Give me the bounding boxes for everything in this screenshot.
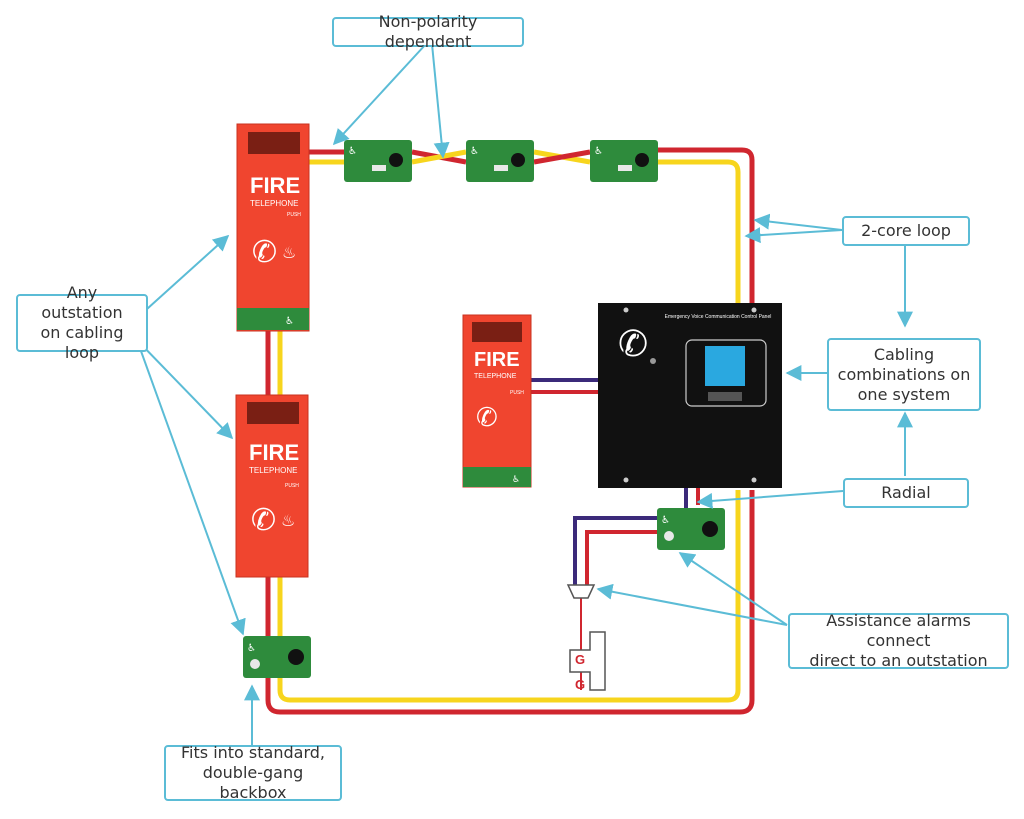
fire-title-top: FIRE <box>250 173 300 198</box>
label-non-polarity: Non-polarity dependent <box>332 12 524 51</box>
assistance-alarm-icon: G <box>575 652 585 667</box>
outstation-green-assistance <box>657 508 725 550</box>
red-loop-wire <box>265 147 755 715</box>
push-label-middle: PUSH <box>285 483 299 489</box>
wheelchair-icon: ♿ <box>470 146 479 157</box>
yellow-loop-wire <box>277 159 741 703</box>
wheelchair-icon: ♿ <box>661 515 670 526</box>
telephone-icon: ✆ <box>252 235 277 270</box>
panel-title: Emergency Voice Communication Control Pa… <box>665 314 772 320</box>
control-panel <box>598 303 782 488</box>
label-backbox: Fits into standard, double-gang backbox <box>164 743 342 802</box>
telephone-icon: ✆ <box>618 324 648 365</box>
label-two-core-loop: 2-core loop <box>842 216 970 246</box>
push-label-top: PUSH <box>287 212 301 218</box>
wheelchair-icon: ♿ <box>285 316 294 327</box>
push-label-radial: PUSH <box>510 390 524 396</box>
assistance-alarm-icon: G <box>575 677 585 692</box>
fire-telephone-outstation-radial <box>462 314 532 488</box>
outstation-green-3 <box>590 140 658 182</box>
fire-telephone-outstation-top <box>236 123 310 332</box>
label-cabling-combinations: Cabling combinations on one system <box>827 338 981 411</box>
label-radial: Radial <box>843 478 969 508</box>
assistance-wires <box>573 516 660 690</box>
label-any-outstation: Any outstation on cabling loop <box>16 283 148 362</box>
wheelchair-icon: ♿ <box>247 643 256 654</box>
wheelchair-icon: ♿ <box>594 146 603 157</box>
label-assistance-alarms: Assistance alarms connect direct to an o… <box>788 611 1009 670</box>
telephone-icon: ✆ <box>476 403 498 433</box>
wheelchair-icon: ♿ <box>512 475 520 485</box>
crossed-wires <box>411 149 591 165</box>
fire-subtitle-middle: TELEPHONE <box>249 466 297 475</box>
fire-subtitle-top: TELEPHONE <box>250 199 298 208</box>
wheelchair-icon: ♿ <box>348 146 357 157</box>
outstation-green-1 <box>344 140 412 182</box>
fire-subtitle-radial: TELEPHONE <box>474 373 517 380</box>
outstation-green-2 <box>466 140 534 182</box>
flame-icon: ♨ <box>281 511 295 530</box>
fire-title-middle: FIRE <box>249 440 299 465</box>
callout-arrows <box>136 43 913 747</box>
flame-icon: ♨ <box>282 243 296 262</box>
telephone-icon: ✆ <box>251 503 276 538</box>
fire-telephone-outstation-middle <box>235 394 309 578</box>
fire-title-radial: FIRE <box>474 349 520 371</box>
outstation-green-bottom <box>243 636 311 678</box>
assistance-alarm-device <box>566 584 606 691</box>
